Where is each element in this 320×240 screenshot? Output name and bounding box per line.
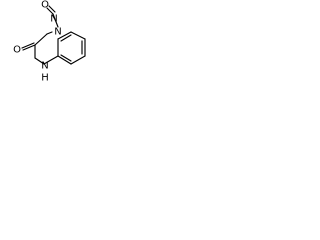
atom-nitroso-nitrogen: N	[50, 14, 57, 25]
atom-nitroso-oxygen: O	[41, 0, 49, 11]
bond-carbonyl-1	[22, 44, 36, 51]
chemical-structure: O N N O N H	[13, 0, 86, 84]
bond-c3-n4	[46, 31, 53, 35]
bond-benzene-inner-1	[60, 34, 72, 42]
bond-benzene-5	[57, 55, 72, 65]
atom-amide-hydrogen: H	[41, 73, 49, 84]
bond-n1-ring	[43, 55, 59, 65]
bond-c3-c2	[34, 33, 48, 46]
bond-benzene-inner-3	[60, 54, 72, 62]
bond-carbonyl-2	[21, 42, 35, 49]
bond-benzene-4	[70, 55, 86, 65]
atom-ring-nitrogen-4: N	[54, 27, 61, 38]
bond-n-nitroso	[52, 13, 59, 28]
atom-carbonyl-oxygen: O	[13, 45, 21, 56]
atom-ring-nitrogen-1: N	[41, 61, 48, 72]
bond-n1-c8a	[34, 57, 45, 65]
bond-benzene-2	[70, 31, 86, 40]
bond-n-o-1	[46, 7, 54, 15]
bond-benzene-1	[57, 31, 72, 40]
bond-n-o-2	[48, 5, 56, 13]
